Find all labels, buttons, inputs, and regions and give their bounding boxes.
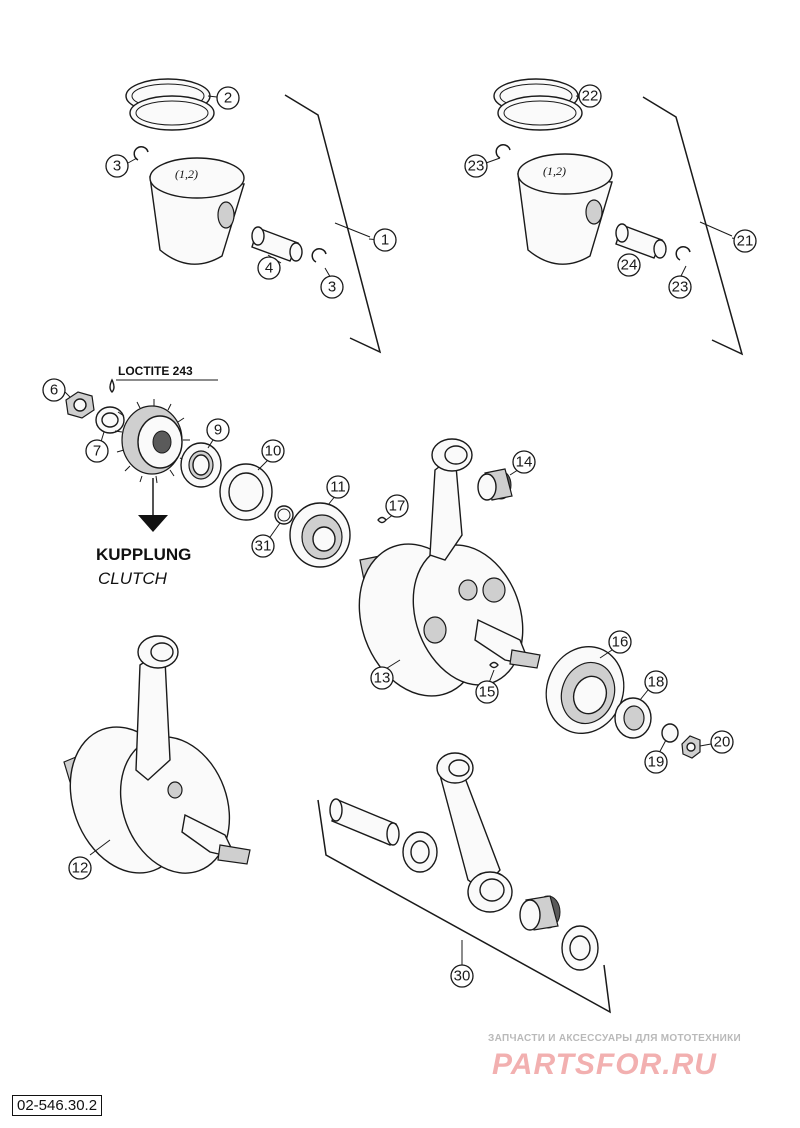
svg-text:17: 17 (389, 498, 406, 515)
circlip (311, 248, 327, 263)
group-bracket (642, 96, 744, 356)
svg-text:24: 24 (621, 257, 638, 274)
svg-text:1: 1 (381, 232, 389, 249)
callout-22: 22 (578, 84, 602, 108)
svg-text:21: 21 (737, 233, 754, 250)
svg-text:11: 11 (330, 479, 346, 496)
document-number: 02-546.30.2 (12, 1095, 103, 1116)
piston-marking: (1,2) (175, 167, 198, 181)
callout-7: 7 (85, 439, 109, 463)
svg-text:9: 9 (214, 422, 222, 439)
svg-text:7: 7 (93, 443, 101, 460)
callout-12: 12 (68, 856, 92, 880)
watermark-logo: PARTSFOR.RU (492, 1048, 717, 1081)
callouts: 1 2 3 3 4 6 7 9 10 11 12 13 14 15 16 17 … (42, 84, 757, 988)
callout-31: 31 (251, 534, 275, 558)
callout-30: 30 (450, 964, 474, 988)
circlip (675, 246, 691, 261)
washer (661, 723, 679, 743)
callout-17: 17 (385, 494, 409, 518)
circlip (495, 144, 511, 159)
needle-bearing (477, 468, 513, 501)
callout-20: 20 (710, 730, 734, 754)
piston-marking: (1,2) (543, 164, 566, 178)
callout-19: 19 (644, 750, 668, 774)
callout-13: 13 (370, 666, 394, 690)
callout-21: 21 (733, 229, 757, 253)
svg-text:18: 18 (648, 674, 665, 691)
clutch-label-english: CLUTCH (98, 569, 168, 588)
circlip (133, 146, 149, 161)
connecting-rod (439, 764, 501, 891)
callout-2: 2 (216, 86, 240, 110)
callout-16: 16 (608, 630, 632, 654)
crankshaft-assembly (63, 635, 251, 874)
svg-text:20: 20 (714, 734, 731, 751)
woodruff-key (489, 661, 499, 669)
callout-11: 11 (326, 475, 350, 499)
loctite-label: LOCTITE 243 (118, 364, 193, 378)
callout-10: 10 (261, 439, 285, 463)
leader-lines (64, 95, 743, 856)
piston (517, 173, 613, 265)
callout-9: 9 (206, 418, 230, 442)
piston-assembly-21: (1,2) (493, 78, 744, 356)
watermark-tagline: ЗАПЧАСТИ И АКСЕССУАРЫ ДЛЯ МОТОТЕХНИКИ (488, 1033, 741, 1044)
svg-text:13: 13 (374, 670, 391, 687)
callout-6: 6 (42, 378, 66, 402)
primary-gear (114, 399, 190, 484)
callout-23: 23 (464, 154, 488, 178)
svg-text:3: 3 (113, 158, 121, 175)
svg-text:14: 14 (516, 454, 533, 471)
ignition-side-parts (545, 645, 701, 759)
clutch-side-parts (65, 378, 387, 568)
piston (149, 176, 245, 265)
callout-3: 3 (320, 275, 344, 299)
svg-text:19: 19 (648, 754, 665, 771)
callout-3: 3 (105, 154, 129, 178)
group-bracket (284, 94, 382, 354)
svg-text:16: 16 (612, 634, 629, 651)
svg-text:23: 23 (672, 279, 689, 296)
piston-ring-lower (129, 95, 215, 131)
svg-text:4: 4 (265, 260, 273, 277)
piston-assembly-1: (1,2) (125, 78, 382, 354)
svg-text:12: 12 (72, 860, 89, 877)
callout-14: 14 (512, 450, 536, 474)
callout-4: 4 (257, 256, 281, 280)
piston-ring-lower (497, 95, 583, 131)
callout-1: 1 (373, 228, 397, 252)
svg-text:23: 23 (468, 158, 485, 175)
svg-text:3: 3 (328, 279, 336, 296)
loctite-drop (109, 378, 115, 393)
svg-text:22: 22 (582, 88, 599, 105)
svg-text:10: 10 (265, 443, 282, 460)
group-bracket (317, 799, 611, 1014)
svg-text:31: 31 (255, 538, 272, 555)
callout-18: 18 (644, 670, 668, 694)
woodruff-key (377, 516, 387, 524)
callout-24: 24 (617, 253, 641, 277)
needle-bearing (519, 895, 561, 931)
conrod-kit (317, 752, 611, 1014)
callout-23: 23 (668, 275, 692, 299)
arrow-down-icon (138, 515, 168, 532)
svg-text:6: 6 (50, 382, 58, 399)
crankshaft-main (358, 438, 541, 697)
svg-text:2: 2 (224, 90, 232, 107)
svg-text:15: 15 (479, 684, 496, 701)
callout-15: 15 (475, 680, 499, 704)
clutch-label-german: KUPPLUNG (96, 545, 191, 564)
svg-text:30: 30 (454, 968, 471, 985)
